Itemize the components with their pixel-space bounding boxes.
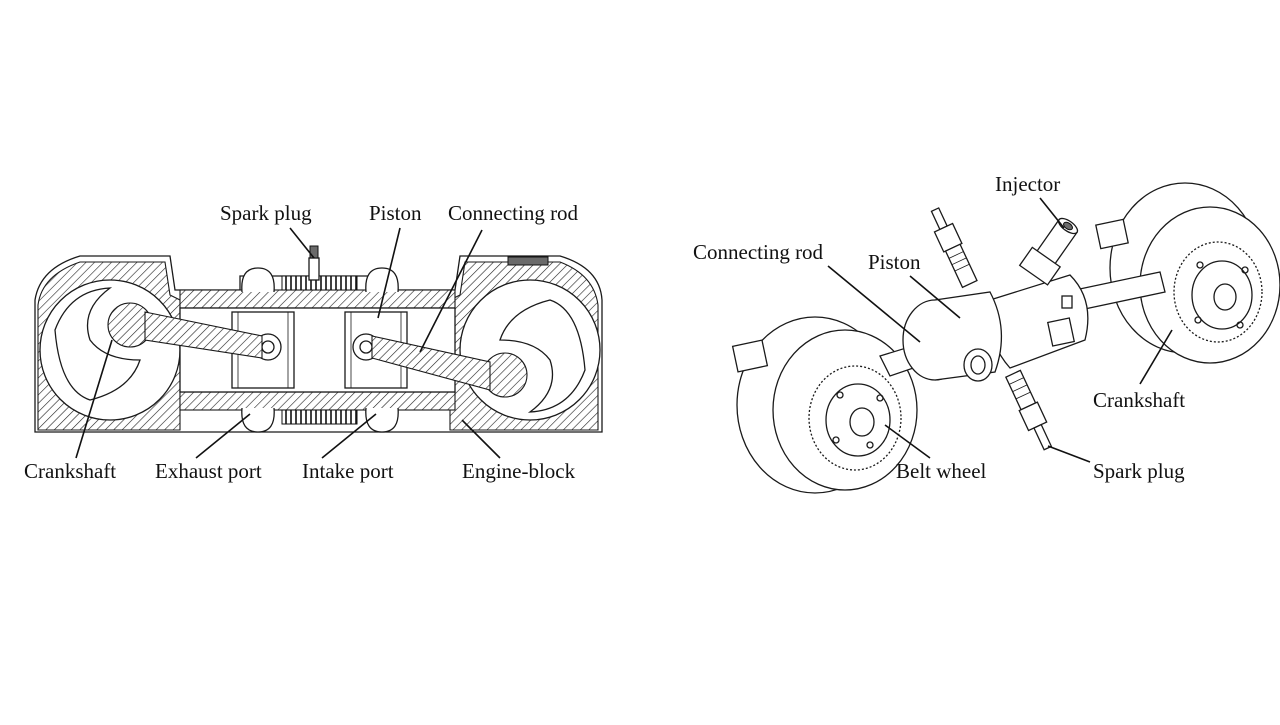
- spark-plug-upper-3d: [930, 207, 978, 289]
- cooling-fins-bottom: [281, 409, 358, 425]
- section-view-drawing: [34, 245, 603, 433]
- label-spark-plug-3d: Spark plug: [1093, 459, 1185, 483]
- leader-connecting-rod: [419, 229, 483, 353]
- cylinder-body-3d: [988, 274, 1089, 369]
- leader-connecting-rod-3d: [827, 265, 921, 343]
- transfer-port-top-right: [365, 267, 399, 293]
- right-shaft-end: [1095, 218, 1129, 250]
- intake-port-shape: [365, 407, 399, 433]
- spark-plug-lower-3d: [1004, 369, 1053, 451]
- left-crank-bore: [39, 279, 181, 421]
- cylinder-wall-bottom: [179, 391, 456, 411]
- right-crank-web: [499, 299, 586, 413]
- label-crankshaft-3d: Crankshaft: [1093, 388, 1185, 412]
- spark-plug-left: [308, 257, 320, 281]
- label-piston-3d: Piston: [868, 250, 921, 274]
- right-crank-bore: [459, 279, 601, 421]
- leader-spark-plug-3d: [1047, 445, 1091, 463]
- label-engine-block: Engine-block: [462, 459, 576, 483]
- label-connecting-rod-3d: Connecting rod: [693, 240, 824, 264]
- label-connecting-rod: Connecting rod: [448, 201, 579, 225]
- isometric-view-labels: Injector Connecting rod Piston Crankshaf…: [693, 172, 1185, 483]
- leader-spark-plug: [289, 227, 315, 259]
- spark-plug-left-terminal: [309, 245, 319, 259]
- leader-engine-block: [461, 419, 501, 459]
- leader-crankshaft-3d: [1139, 329, 1173, 385]
- leader-piston-3d: [909, 275, 961, 319]
- section-view-labels: Spark plug Piston Connecting rod Cranksh…: [24, 201, 579, 483]
- left-crank-web: [54, 287, 141, 401]
- leader-intake-port: [321, 413, 377, 459]
- leader-piston: [377, 227, 401, 319]
- left-shaft-end: [731, 339, 769, 373]
- injector-3d: [1018, 217, 1079, 286]
- cylinder-wall-top: [179, 289, 456, 309]
- label-intake-port: Intake port: [302, 459, 394, 483]
- right-belt-wheel-teeth: [1173, 241, 1263, 343]
- label-spark-plug: Spark plug: [220, 201, 312, 225]
- isometric-view-drawing: [731, 182, 1280, 494]
- exhaust-port-shape: [241, 407, 275, 433]
- transfer-port-top-left: [241, 267, 275, 293]
- leader-belt-wheel: [884, 424, 931, 459]
- left-belt-wheel-teeth: [808, 365, 902, 471]
- right-connecting-rod: [371, 335, 491, 391]
- leader-injector: [1039, 197, 1065, 229]
- leader-crankshaft: [75, 339, 113, 459]
- label-injector: Injector: [995, 172, 1060, 196]
- label-crankshaft: Crankshaft: [24, 459, 116, 483]
- label-exhaust-port: Exhaust port: [155, 459, 262, 483]
- left-connecting-rod: [144, 311, 263, 359]
- leader-exhaust-port: [195, 413, 251, 459]
- label-belt-wheel: Belt wheel: [896, 459, 987, 483]
- label-piston: Piston: [369, 201, 422, 225]
